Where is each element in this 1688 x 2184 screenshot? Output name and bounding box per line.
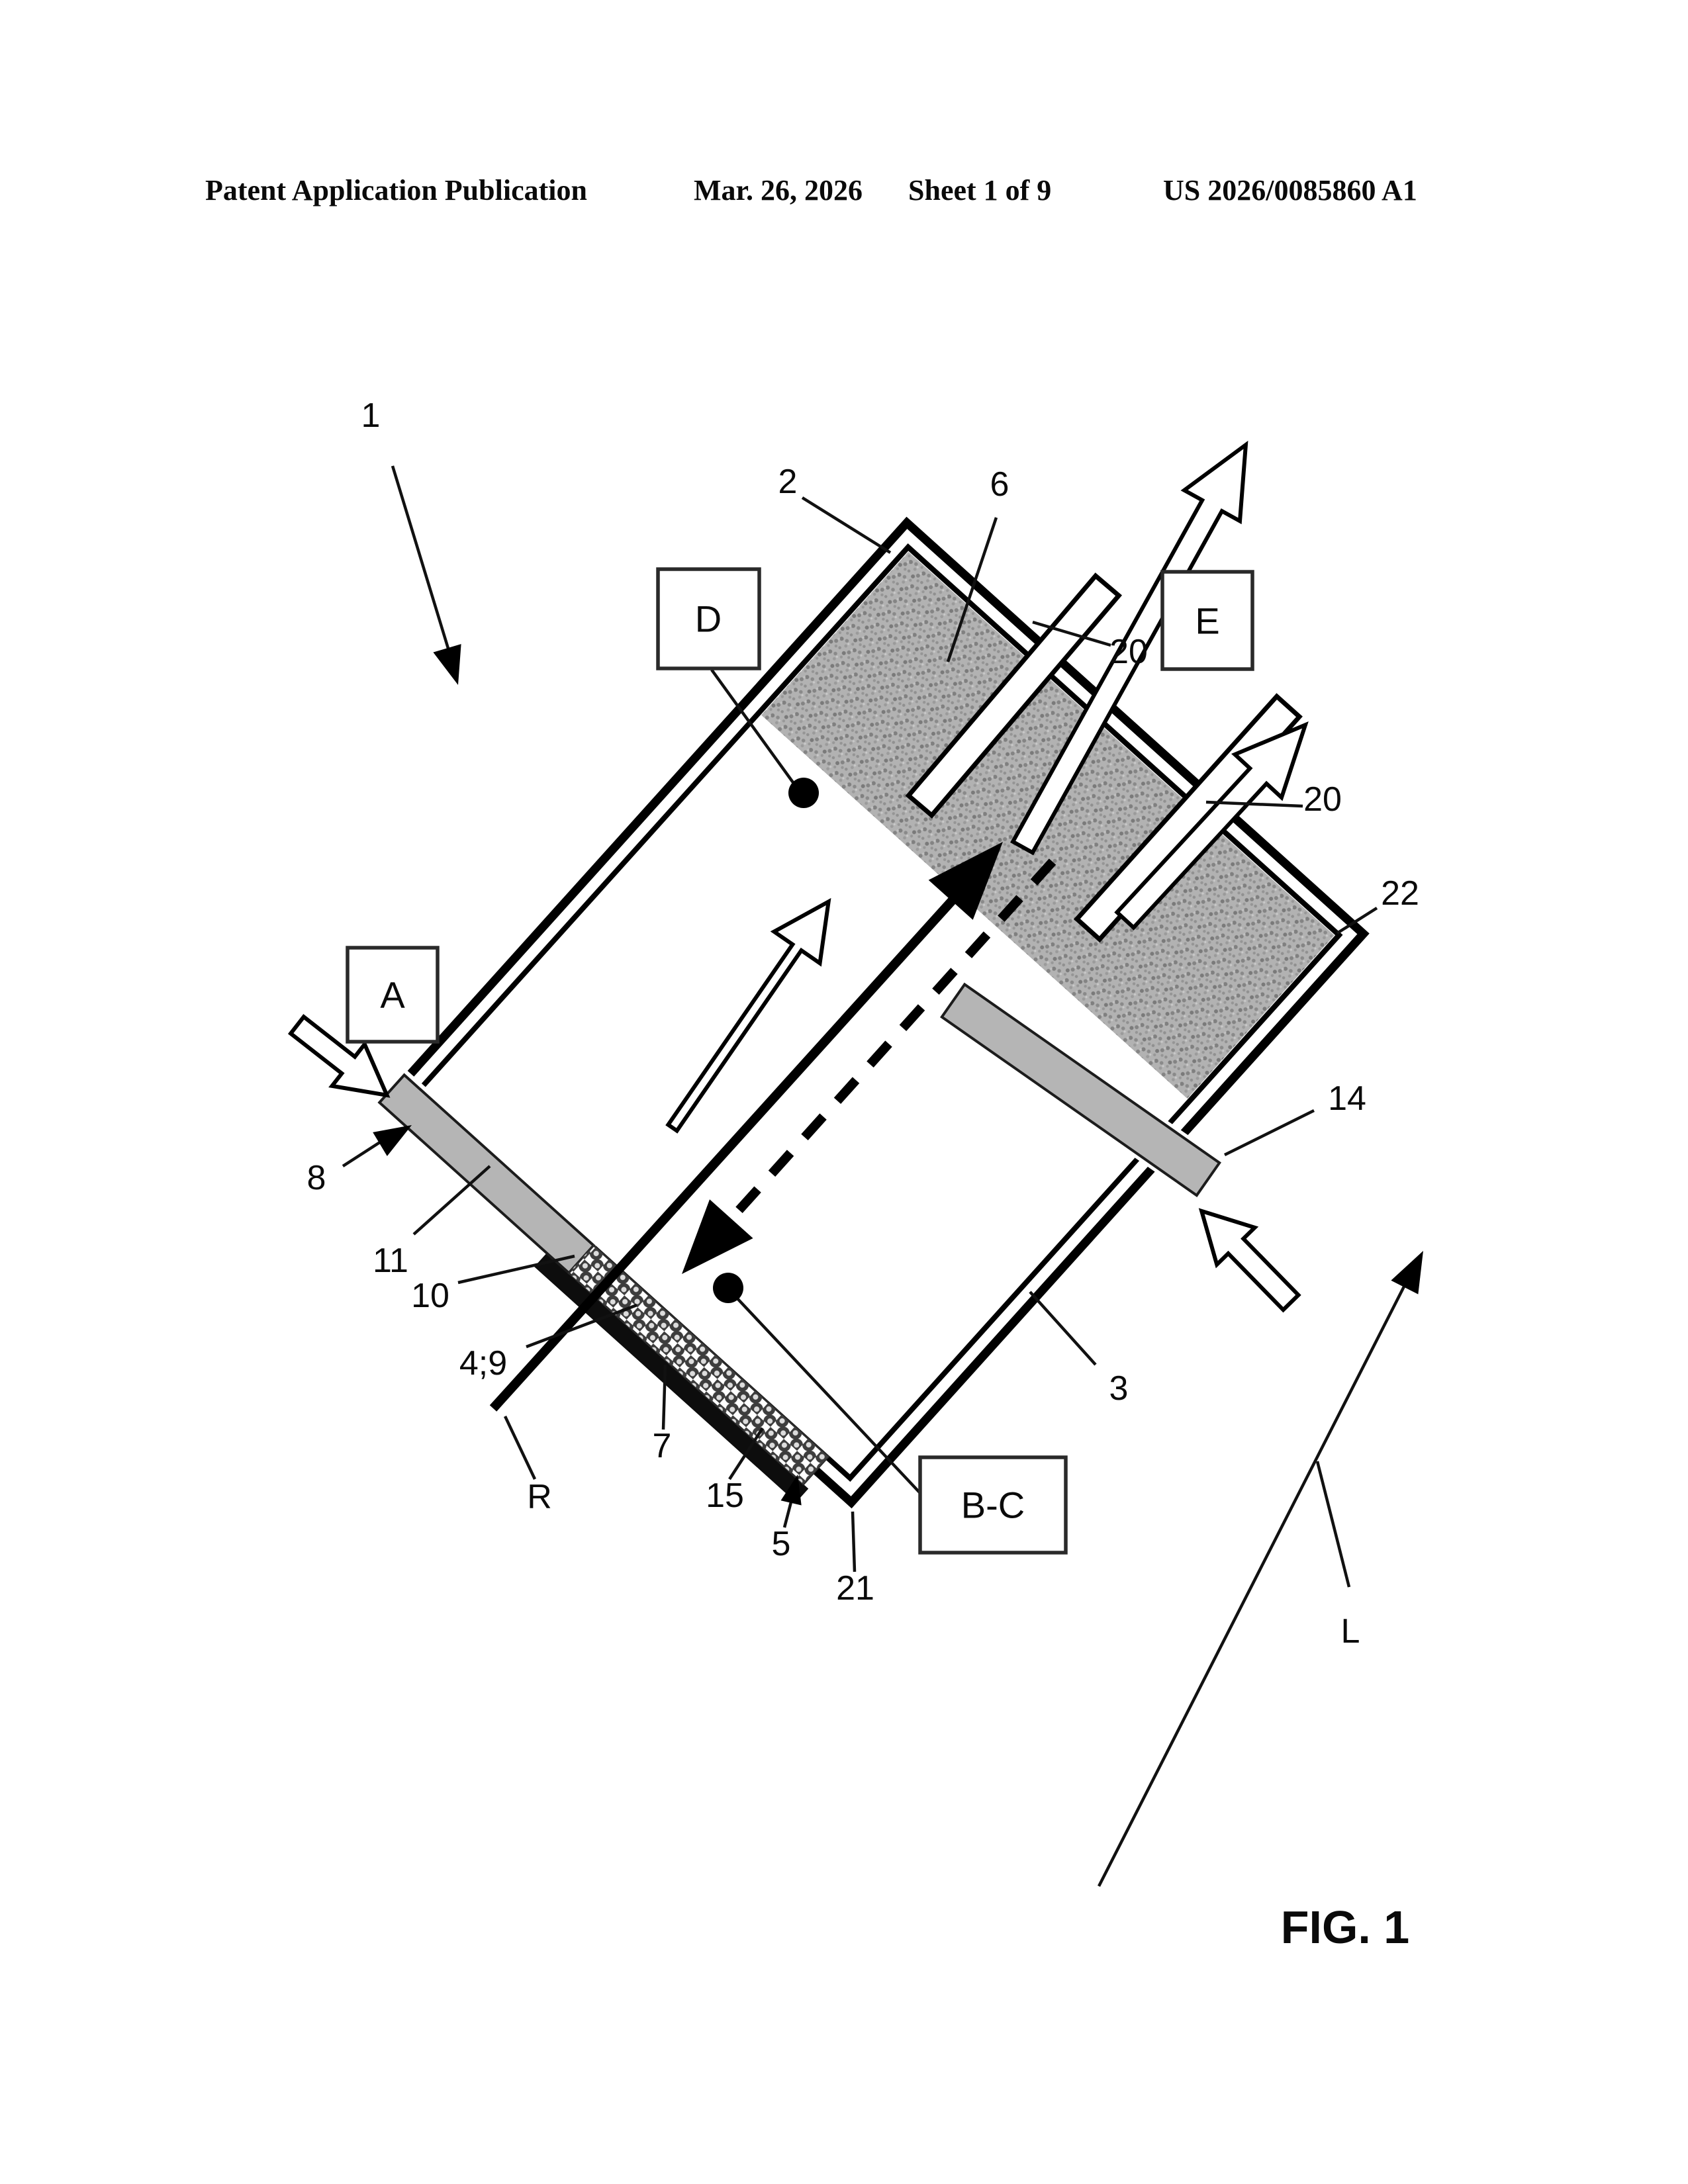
header-patent-number: US 2026/0085860 A1 xyxy=(1163,174,1417,206)
trough-lining-7 xyxy=(534,1253,809,1503)
box-d-label: D xyxy=(695,598,722,640)
ref-1-arrow-line xyxy=(391,465,451,651)
ref-label-22: 22 xyxy=(1381,874,1419,913)
leader-20a xyxy=(1032,620,1111,647)
leader-7 xyxy=(661,1364,667,1430)
flow-direction-arrow xyxy=(665,897,831,1134)
leader-20b xyxy=(1205,800,1303,808)
figure-caption: FIG. 1 xyxy=(1281,1901,1409,1953)
leader-10 xyxy=(457,1254,575,1285)
outlet-channel-20a xyxy=(905,572,1123,819)
axis-l-arrowhead xyxy=(1391,1251,1423,1295)
axis-l-line xyxy=(1097,1283,1407,1888)
ref-label-4-9: 4;9 xyxy=(459,1344,507,1383)
ref-label-10: 10 xyxy=(411,1277,449,1315)
leader-22 xyxy=(1336,907,1378,934)
outlet-arrow-20a xyxy=(1010,440,1248,856)
leader-21 xyxy=(851,1511,857,1572)
leader-bc xyxy=(735,1296,921,1494)
ref-label-8: 8 xyxy=(307,1159,326,1197)
box-bc xyxy=(918,1455,1068,1555)
ref-label-20a: 20 xyxy=(1109,633,1148,671)
position-dot-d xyxy=(788,778,819,808)
ref-label-7: 7 xyxy=(653,1427,672,1465)
box-e-label: E xyxy=(1195,600,1219,642)
axis-arrowhead xyxy=(928,842,1003,920)
ref-label-6: 6 xyxy=(990,465,1009,504)
outlet-arrow-20b xyxy=(1114,721,1309,931)
inlet-arrow-a xyxy=(287,1014,391,1098)
position-dot-bc xyxy=(713,1273,743,1303)
label-l-leader xyxy=(1315,1461,1351,1588)
leader-r xyxy=(503,1416,537,1480)
box-bc-label: B-C xyxy=(961,1484,1025,1526)
ref-label-2: 2 xyxy=(778,463,798,501)
ref-label-15: 15 xyxy=(706,1477,744,1515)
header-publication-type: Patent Application Publication xyxy=(205,174,587,206)
box-e xyxy=(1160,570,1254,671)
ref-label-11: 11 xyxy=(373,1242,408,1280)
ref-label-l: L xyxy=(1341,1612,1360,1651)
return-dashed-arrow xyxy=(728,858,1056,1221)
ref-label-1: 1 xyxy=(361,396,381,435)
box-a xyxy=(346,946,440,1044)
ref-1-arrowhead xyxy=(433,644,461,685)
ref-label-3: 3 xyxy=(1109,1369,1129,1408)
leader-d xyxy=(710,668,796,786)
leader-5-arrowhead xyxy=(780,1475,802,1506)
box-a-label: A xyxy=(380,974,405,1016)
drum-assembly xyxy=(371,516,1370,1509)
ref-label-14: 14 xyxy=(1328,1079,1366,1118)
leader-8-arrowhead xyxy=(373,1125,412,1156)
ref-label-r: R xyxy=(527,1478,552,1516)
header-date: Mar. 26, 2026 xyxy=(694,174,863,206)
dashed-arrowhead xyxy=(682,1199,753,1274)
ref-label-20b: 20 xyxy=(1303,780,1342,819)
page-header: Patent Application Publication Mar. 26, … xyxy=(0,173,1688,213)
axis-rod-r xyxy=(489,890,962,1412)
leader-6 xyxy=(946,517,998,662)
leader-3 xyxy=(1029,1291,1097,1366)
leader-11 xyxy=(412,1165,491,1236)
leader-4-9 xyxy=(526,1303,637,1349)
header-sheet-count: Sheet 1 of 9 xyxy=(908,174,1052,206)
box-d xyxy=(656,567,761,670)
leader-14 xyxy=(1223,1109,1315,1157)
ref-label-5: 5 xyxy=(772,1525,791,1563)
inlet-arrow-14 xyxy=(1198,1208,1301,1313)
inlet-tube-14 xyxy=(938,979,1223,1201)
ref-label-21: 21 xyxy=(836,1569,874,1608)
leader-8 xyxy=(342,1138,385,1167)
leader-2 xyxy=(801,496,892,554)
leader-15 xyxy=(728,1427,764,1480)
